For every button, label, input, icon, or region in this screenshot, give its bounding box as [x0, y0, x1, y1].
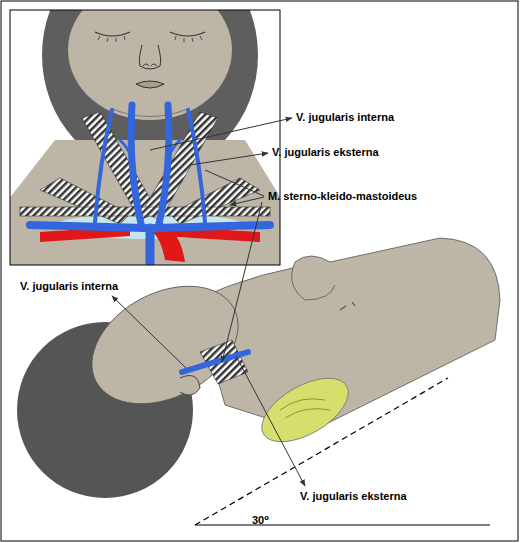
inset-front-view	[10, 10, 280, 265]
angle-line	[195, 378, 448, 525]
base-line	[195, 525, 490, 526]
vein-label: V. jugularis eksterna	[272, 146, 379, 159]
vein-label: V. jugularis interna	[20, 280, 118, 293]
vein-label: V. jugularis eksterna	[300, 490, 407, 503]
leader-lines	[112, 118, 305, 486]
vein-label: V. jugularis interna	[296, 111, 394, 124]
angle-label: 30⁰	[252, 514, 269, 527]
supine-child	[17, 238, 500, 498]
muscle-label: M. sterno-kleido-mastoideus	[268, 190, 417, 203]
inset-frame	[10, 10, 280, 265]
